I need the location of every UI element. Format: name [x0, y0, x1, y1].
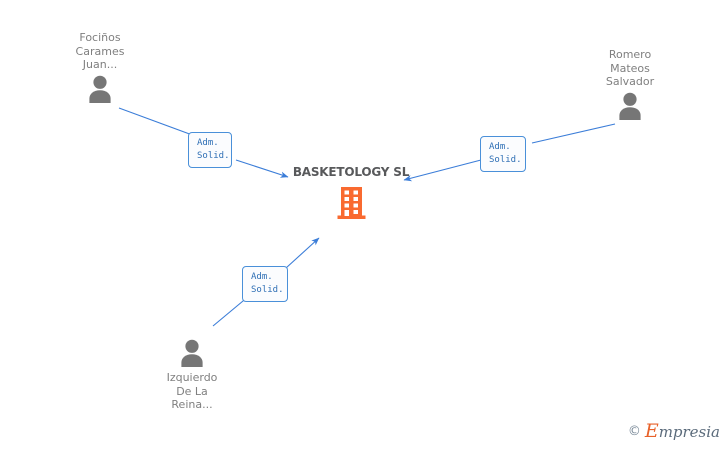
relation-label-romero[interactable]: Adm. Solid.: [480, 136, 526, 172]
relation-label-focinos[interactable]: Adm. Solid.: [188, 132, 232, 168]
person-label-romero: Romero Mateos Salvador: [605, 48, 655, 88]
edge-focinos: [118, 107, 289, 178]
person-node-izquierdo[interactable]: Izquierdo De La Reina...: [127, 336, 257, 412]
edge-romero: [403, 123, 616, 182]
person-label-izquierdo: Izquierdo De La Reina...: [166, 371, 218, 411]
person-node-focinos[interactable]: Fociños Carames Juan...: [35, 31, 165, 103]
watermark-brand-rest: mpresia: [658, 423, 720, 441]
copyright-icon: ©: [627, 423, 641, 439]
person-label-focinos: Fociños Carames Juan...: [75, 31, 125, 71]
building-icon: [337, 187, 365, 219]
person-node-romero[interactable]: Romero Mateos Salvador: [565, 48, 695, 120]
relation-label-izquierdo[interactable]: Adm. Solid.: [242, 266, 288, 302]
person-icon: [619, 92, 641, 120]
watermark-brand: Empresia: [645, 420, 720, 442]
watermark: © Empresia: [628, 420, 720, 442]
person-icon: [181, 339, 203, 367]
person-icon: [89, 75, 111, 103]
watermark-brand-initial: E: [644, 420, 659, 442]
company-node[interactable]: BASKETOLOGY SL: [286, 165, 416, 219]
company-name: BASKETOLOGY SL: [292, 165, 410, 179]
